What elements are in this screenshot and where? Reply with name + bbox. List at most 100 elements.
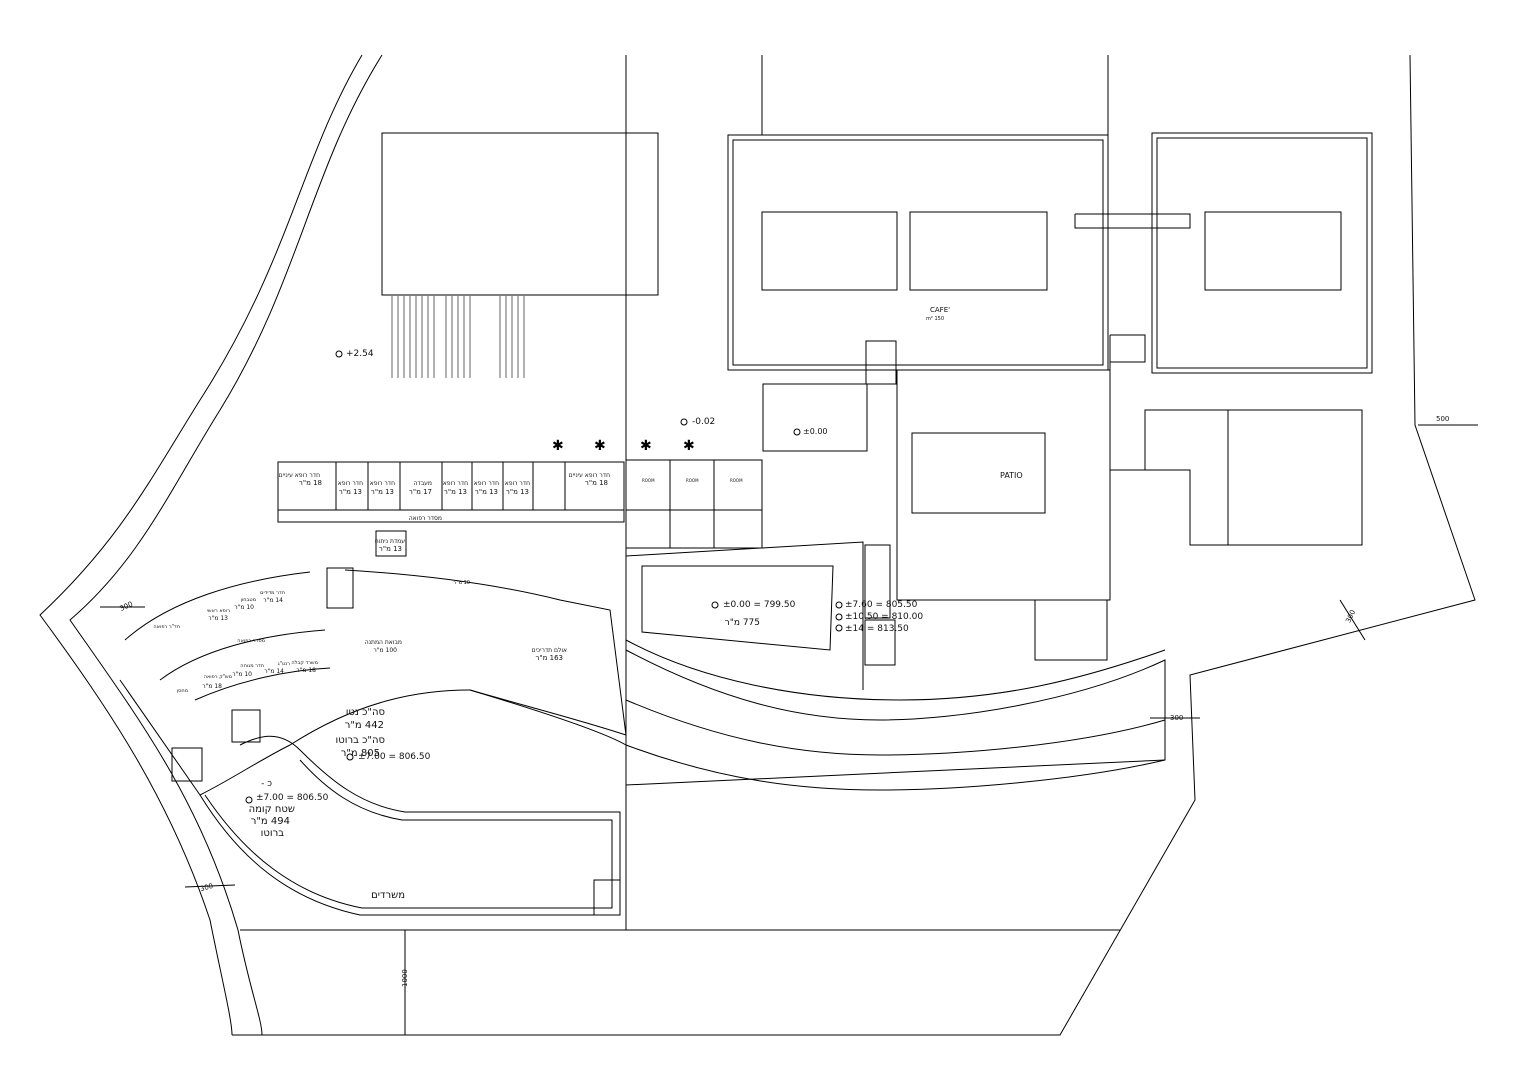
east-link bbox=[1110, 335, 1145, 362]
room-label-b: ROOM bbox=[686, 478, 699, 483]
small-room-area: 10 מ"ר bbox=[454, 580, 470, 586]
room-label-a: ROOM bbox=[642, 478, 655, 483]
level-markers bbox=[245, 350, 843, 804]
elevator-centre bbox=[865, 620, 895, 665]
site-road-inner bbox=[40, 55, 362, 1035]
patio-box bbox=[912, 433, 1045, 513]
floor-area-note: ברוטו bbox=[261, 828, 285, 839]
lobby-curve bbox=[345, 570, 626, 735]
building-north-wall bbox=[762, 55, 1108, 135]
office-wing-inner bbox=[205, 760, 612, 908]
kaf-label: כ - bbox=[261, 779, 272, 789]
hall-area: 163 מ"ר bbox=[535, 654, 563, 662]
room-6-name: חדר רופא bbox=[474, 480, 499, 487]
floor-area-title: שטח קומה bbox=[249, 804, 295, 815]
building-centre bbox=[897, 370, 1110, 600]
gross-area-title: סה"כ ברוטו bbox=[336, 735, 385, 746]
dim-300-line-low bbox=[185, 885, 235, 887]
svg-text:✱: ✱ bbox=[552, 438, 564, 454]
east-lower-room bbox=[1228, 410, 1362, 545]
main-hall-outline bbox=[642, 566, 833, 650]
lobby-label: מבואת המתנה bbox=[365, 639, 402, 646]
link-bridge bbox=[1075, 214, 1190, 228]
level-14: ±14 = 813.50 bbox=[845, 624, 909, 634]
floor-area-value: 494 מ"ר bbox=[251, 816, 290, 827]
room-5-name: חדר רופא bbox=[443, 480, 468, 487]
elevator-core bbox=[327, 568, 353, 608]
level-main: ±0.00 = 799.50 bbox=[723, 600, 796, 610]
cafe-area-label: m² 150 bbox=[926, 316, 944, 322]
room-3-area: 13 מ"ר bbox=[371, 488, 394, 496]
cafe-window-1 bbox=[762, 212, 897, 290]
west-room-5: משרד קבלה bbox=[291, 660, 318, 666]
gross-area-value: 805 מ"ר bbox=[341, 748, 380, 759]
west-room-1-area: 14 מ"ר bbox=[263, 597, 283, 604]
west-room-8: מש"ק רפואה bbox=[204, 674, 232, 680]
dim-300-right: 300 bbox=[1344, 609, 1357, 625]
stair-south bbox=[594, 880, 620, 915]
guest-rooms-walls bbox=[626, 460, 762, 548]
room-7-name: חדר רופא bbox=[505, 480, 530, 487]
nursing-station bbox=[376, 531, 406, 556]
west-room-4: חד"ר רפואה bbox=[153, 624, 180, 630]
room-label-c: ROOM bbox=[730, 478, 743, 483]
hall-curve bbox=[470, 690, 626, 745]
east-core bbox=[1035, 600, 1107, 660]
dim-300-line-right bbox=[1340, 600, 1365, 640]
west-room-2: מטבחון bbox=[240, 597, 256, 603]
room-6-area: 13 מ"ר bbox=[475, 488, 498, 496]
west-room-7-area: 10 מ"ר bbox=[232, 671, 252, 678]
medical-room-walls bbox=[278, 462, 624, 510]
tree-symbols: ✱ ✱ ✱ ✱ bbox=[552, 438, 695, 454]
room-3-name: חדר רופא bbox=[370, 480, 395, 487]
dim-300-low: 300 bbox=[199, 882, 214, 893]
lobby-area: 100 מ"ר bbox=[373, 647, 397, 654]
cafe-window-2 bbox=[910, 212, 1047, 290]
stairs-top-left bbox=[392, 296, 524, 378]
building-top-left bbox=[382, 133, 658, 295]
dim-500: 500 bbox=[1436, 415, 1449, 423]
building-east bbox=[1152, 133, 1372, 373]
room-4-name: מעבדה bbox=[414, 480, 433, 487]
west-room-1: חדר מדידים bbox=[260, 590, 285, 596]
room-8-name: חדר רופא עיניים bbox=[569, 472, 610, 479]
west-room-8-area: 18 מ"ר bbox=[202, 683, 222, 690]
building-east-lower bbox=[1110, 335, 1362, 545]
level-002: -0.02 bbox=[692, 417, 715, 427]
dim-300-mid: 300 bbox=[1170, 714, 1183, 722]
offices-label: משרדים bbox=[371, 890, 405, 901]
medical-wing bbox=[278, 462, 624, 522]
west-room-3: רופא ראשי bbox=[207, 608, 230, 614]
building-east-inner bbox=[1157, 138, 1367, 368]
nursing-station-label: עמדת ניתוח bbox=[375, 538, 405, 545]
terrace-box bbox=[763, 384, 867, 451]
shaft-top bbox=[866, 341, 896, 384]
stair-centre bbox=[865, 545, 890, 618]
svg-text:✱: ✱ bbox=[640, 438, 652, 454]
south-wing-outer bbox=[626, 650, 1165, 790]
corridor-label: מסדר רפואה bbox=[409, 515, 442, 522]
west-room-10: מסדר רפואה bbox=[237, 638, 265, 644]
room-8-area: 18 מ"ר bbox=[585, 479, 608, 487]
patio-label: PATIO bbox=[1000, 471, 1023, 480]
west-room-6: רנט"ג bbox=[278, 661, 291, 667]
room-5-area: 13 מ"ר bbox=[444, 488, 467, 496]
office-wing-outer bbox=[120, 680, 470, 795]
site-boundary-right bbox=[232, 55, 1475, 1035]
south-wing-room-line bbox=[626, 700, 1165, 755]
east-window bbox=[1205, 212, 1341, 290]
west-room-7: חדר מנוחה bbox=[240, 663, 264, 669]
net-area-value: 442 מ"ר bbox=[345, 720, 384, 731]
level-254: +2.54 bbox=[346, 349, 374, 359]
level-760: ±7.60 = 805.50 bbox=[845, 600, 918, 610]
net-area-title: סה"כ נטו bbox=[346, 707, 385, 718]
west-room-3-area: 13 מ"ר bbox=[208, 615, 228, 622]
elevator-west bbox=[232, 710, 260, 742]
west-room-9: מחסן bbox=[177, 688, 188, 694]
dim-300-left: 300 bbox=[119, 600, 135, 613]
hall-label: אולם תדריכים bbox=[532, 647, 567, 654]
level-1050: ±10.50 = 810.00 bbox=[845, 612, 923, 622]
building-cafe bbox=[728, 135, 1108, 370]
west-arc-outer bbox=[125, 572, 310, 640]
